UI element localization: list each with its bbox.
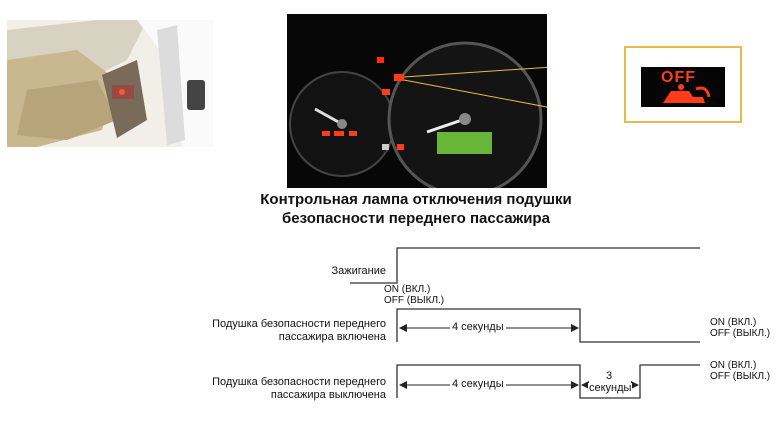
lamp-off-text: OFF [661, 69, 696, 86]
airbag-on-state-off: OFF (ВЫКЛ.) [710, 328, 771, 339]
ignition-label: Зажигание [331, 265, 387, 277]
ignition-signal [350, 247, 700, 284]
instrument-cluster-photo [287, 14, 547, 188]
airbag-off-label-1: Подушка безопасности переднего [212, 376, 386, 388]
airbag-on-duration: 4 секунды [450, 321, 506, 333]
ignition-on-label: ON (ВКЛ.) [384, 284, 431, 295]
caption-line-1: Контрольная лампа отключения подушки [260, 191, 572, 208]
airbag-off-lamp-zoom: OFF [624, 46, 742, 123]
airbag-off-duration-2-line2: секунды [588, 382, 633, 394]
car-interior-photo [7, 20, 213, 147]
airbag-off-state-off: OFF (ВЫКЛ.) [710, 371, 771, 382]
instrument-cluster-drawing [287, 14, 547, 188]
airbag-off-duration-1: 4 секунды [450, 378, 506, 390]
airbag-on-label-2: пассажира включена [278, 331, 386, 343]
airbag-on-signal [396, 308, 700, 343]
airbag-on-state-on: ON (ВКЛ.) [710, 317, 757, 328]
airbag-off-lamp: OFF [641, 67, 725, 107]
airbag-off-signal [396, 364, 700, 399]
car-interior-drawing [7, 20, 213, 147]
passenger-seat-icon [663, 84, 711, 103]
airbag-off-state-on: ON (ВКЛ.) [710, 360, 757, 371]
caption-line-2: безопасности переднего пассажира [282, 210, 550, 227]
airbag-on-label-1: Подушка безопасности переднего [212, 318, 386, 330]
airbag-off-duration-2-line1: 3 [606, 370, 613, 382]
airbag-off-label-2: пассажира выключена [270, 389, 386, 401]
ignition-off-label: OFF (ВЫКЛ.) [384, 295, 445, 306]
